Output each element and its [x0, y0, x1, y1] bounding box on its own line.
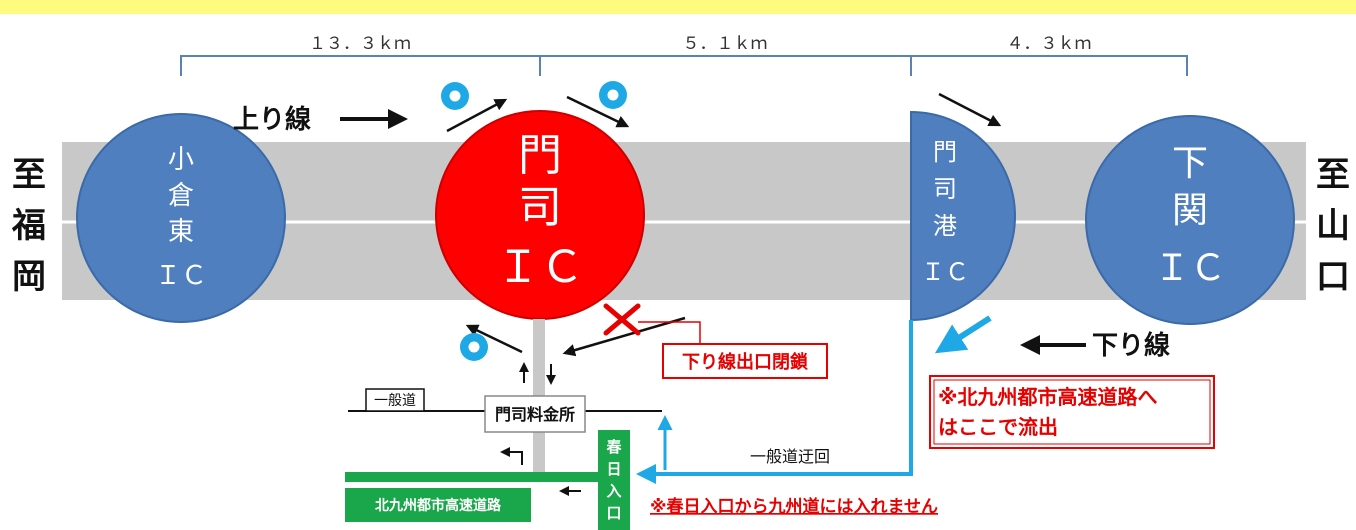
- ic-shimonoseki: 下 関 ＩＣ: [1085, 115, 1295, 325]
- closure-callout-line: [638, 321, 701, 346]
- ic-moji-char: 門: [518, 130, 562, 181]
- ic-mojiko-char: 司: [933, 175, 957, 203]
- direction-fukuoka-char: 至: [12, 155, 46, 195]
- direction-yamaguchi-char: 至: [1316, 155, 1350, 195]
- ic-shimonoseki-char: ＩＣ: [1154, 248, 1226, 289]
- closure-callout-box: [662, 343, 828, 379]
- direction-fukuoka: 至 福 岡: [11, 155, 46, 297]
- ic-mojiko-char: 門: [933, 138, 957, 166]
- ic-shimonoseki-char: 関: [1172, 190, 1208, 231]
- direction-yamaguchi-char: 口: [1316, 257, 1350, 297]
- closed-exit-arrow: [562, 316, 686, 357]
- ic-kokura-higashi-char: ＩＣ: [155, 261, 207, 291]
- detour-label: 一般道迂回: [750, 447, 830, 466]
- urban-expressway-road: [345, 472, 598, 482]
- kasuga-entrance-char: 日: [606, 460, 621, 478]
- distance-brackets: [180, 55, 1188, 76]
- detour-route: [636, 320, 913, 484]
- toll-gate-box: [484, 395, 586, 433]
- ic-shimonoseki-char: 下: [1172, 143, 1208, 184]
- ic-moji-char: ＩＣ: [496, 242, 584, 293]
- up-line-label: 上り線: [233, 104, 311, 135]
- distance-label-2: ５．１ｋｍ: [683, 34, 768, 54]
- closure-label: 下り線出口閉鎖: [682, 351, 809, 373]
- ic-mojiko-char: 港: [933, 212, 957, 240]
- ramp-arrow-in-down: [465, 324, 523, 354]
- ok-circle-icon: [599, 81, 627, 109]
- direction-fukuoka-char: 岡: [12, 257, 46, 297]
- notice-exit-line: ※北九州都市高速道路へ: [938, 385, 1157, 409]
- ic-kokura-higashi-char: 小: [168, 145, 194, 175]
- ic-kokura-higashi-char: 倉: [168, 181, 194, 211]
- ok-circle-icon: [460, 333, 488, 361]
- ramp-arrow-in-up: [446, 98, 508, 133]
- kasuga-entrance-char: 口: [606, 504, 621, 522]
- header-band: [0, 0, 1356, 14]
- notice-exit-inner-border: [933, 379, 1211, 445]
- general-road-label-box: [365, 388, 425, 412]
- distance-label-1: １３．３ｋｍ: [309, 34, 411, 54]
- notice-exit-line: はここで流出: [938, 415, 1058, 439]
- toll-gate-label: 門司料金所: [495, 405, 575, 424]
- ic-kokura-higashi: 小 倉 東 ＩＣ: [76, 113, 286, 323]
- kasuga-entrance-char: 春: [606, 438, 621, 456]
- urban-expressway-label: 北九州都市高速道路: [375, 497, 502, 514]
- ic-kokura-higashi-char: 東: [168, 217, 194, 247]
- ramp-arrow-out-up: [566, 95, 630, 128]
- ic-moji: 門 司 ＩＣ: [435, 110, 645, 320]
- notice-exit-box: [929, 375, 1215, 449]
- notice-kasuga: ※春日入口から九州道には入れません: [650, 496, 938, 517]
- general-road-label: 一般道: [374, 393, 416, 409]
- ic-moji-char: 司: [518, 182, 562, 233]
- turn-arrow: [500, 447, 523, 465]
- direction-fukuoka-char: 福: [11, 206, 46, 246]
- kasuga-entrance-box: [598, 430, 630, 530]
- direction-yamaguchi-char: 山: [1316, 206, 1350, 246]
- ok-circle-icon: [441, 82, 469, 110]
- ic-mojiko-char: ＩＣ: [921, 258, 969, 286]
- mojiko-exit-arrow: [934, 315, 992, 354]
- kasuga-entrance-char: 入: [606, 482, 621, 500]
- ramp-arrow-mojiko: [938, 92, 1002, 127]
- distance-label-3: ４．３ｋｍ: [1007, 34, 1092, 54]
- urban-expressway-box: [345, 488, 531, 522]
- down-line-label: 下り線: [1092, 330, 1170, 361]
- ic-mojiko: 門 司 港 ＩＣ: [910, 110, 1016, 322]
- direction-yamaguchi: 至 山 口: [1316, 155, 1350, 297]
- closed-x-icon: [603, 303, 641, 336]
